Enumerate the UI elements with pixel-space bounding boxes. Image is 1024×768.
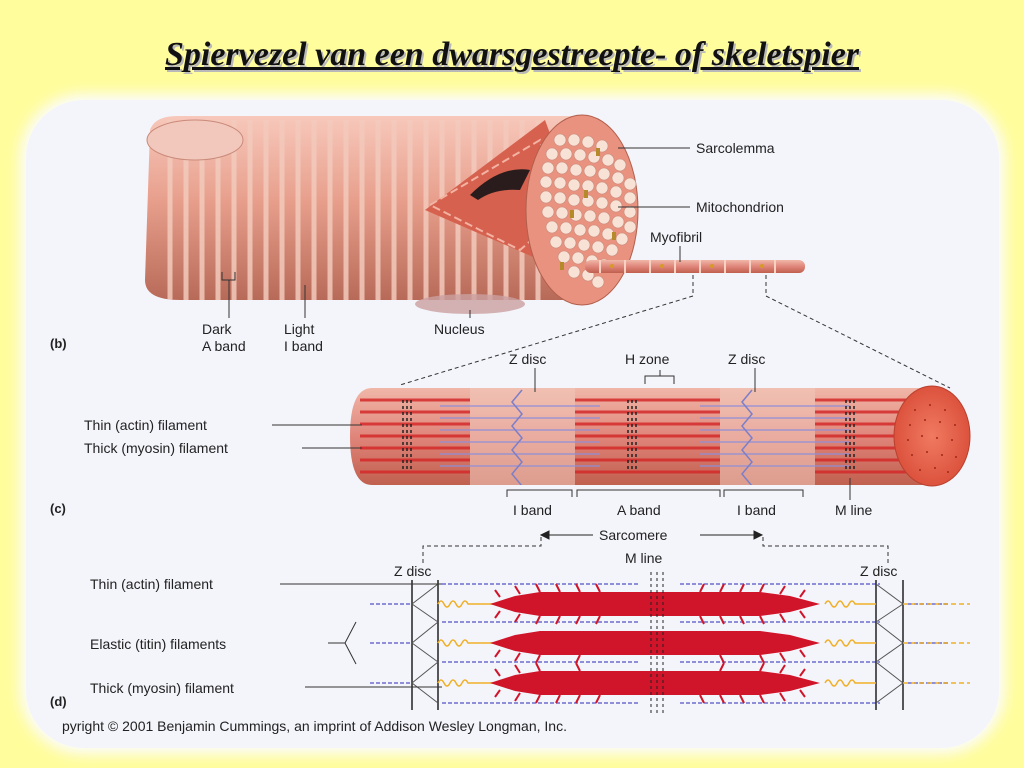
label-sarcomere: Sarcomere (599, 527, 668, 543)
label-h-zone: H zone (625, 351, 670, 367)
label-light-line1: Light (284, 321, 314, 337)
panel-c-letter: (c) (50, 501, 66, 516)
label-myofibril: Myofibril (650, 229, 702, 245)
myofibril-illustration (350, 385, 971, 487)
label-z-disc-left-d: Z disc (394, 563, 431, 579)
sarcomere-filament-illustration (370, 572, 970, 715)
label-z-disc-left-c: Z disc (509, 351, 546, 367)
slide-title: Spiervezel van een dwarsgestreepte- of s… (164, 36, 860, 73)
label-nucleus: Nucleus (434, 321, 485, 337)
label-i-band-right: I band (737, 502, 776, 518)
panel-b-letter: (b) (50, 336, 67, 351)
label-mitochondrion: Mitochondrion (696, 199, 784, 215)
label-thin-filament-c: Thin (actin) filament (84, 417, 207, 433)
label-z-disc-right-c: Z disc (728, 351, 765, 367)
label-dark-line2: A band (202, 338, 246, 354)
label-i-band-left: I band (513, 502, 552, 518)
label-m-line-d: M line (625, 550, 663, 566)
label-elastic-filaments: Elastic (titin) filaments (90, 636, 226, 652)
label-light-line2: I band (284, 338, 323, 354)
label-m-line-c: M line (835, 502, 873, 518)
label-z-disc-right-d: Z disc (860, 563, 897, 579)
muscle-fiber-illustration (145, 114, 805, 314)
label-a-band: A band (617, 502, 661, 518)
label-thin-filament-d: Thin (actin) filament (90, 576, 213, 592)
label-thick-filament-c: Thick (myosin) filament (84, 440, 228, 456)
panel-d-letter: (d) (50, 694, 67, 709)
label-sarcolemma: Sarcolemma (696, 140, 775, 156)
label-dark-line1: Dark (202, 321, 233, 337)
label-thick-filament-d: Thick (myosin) filament (90, 680, 234, 696)
copyright-text: pyright © 2001 Benjamin Cummings, an imp… (62, 718, 567, 734)
